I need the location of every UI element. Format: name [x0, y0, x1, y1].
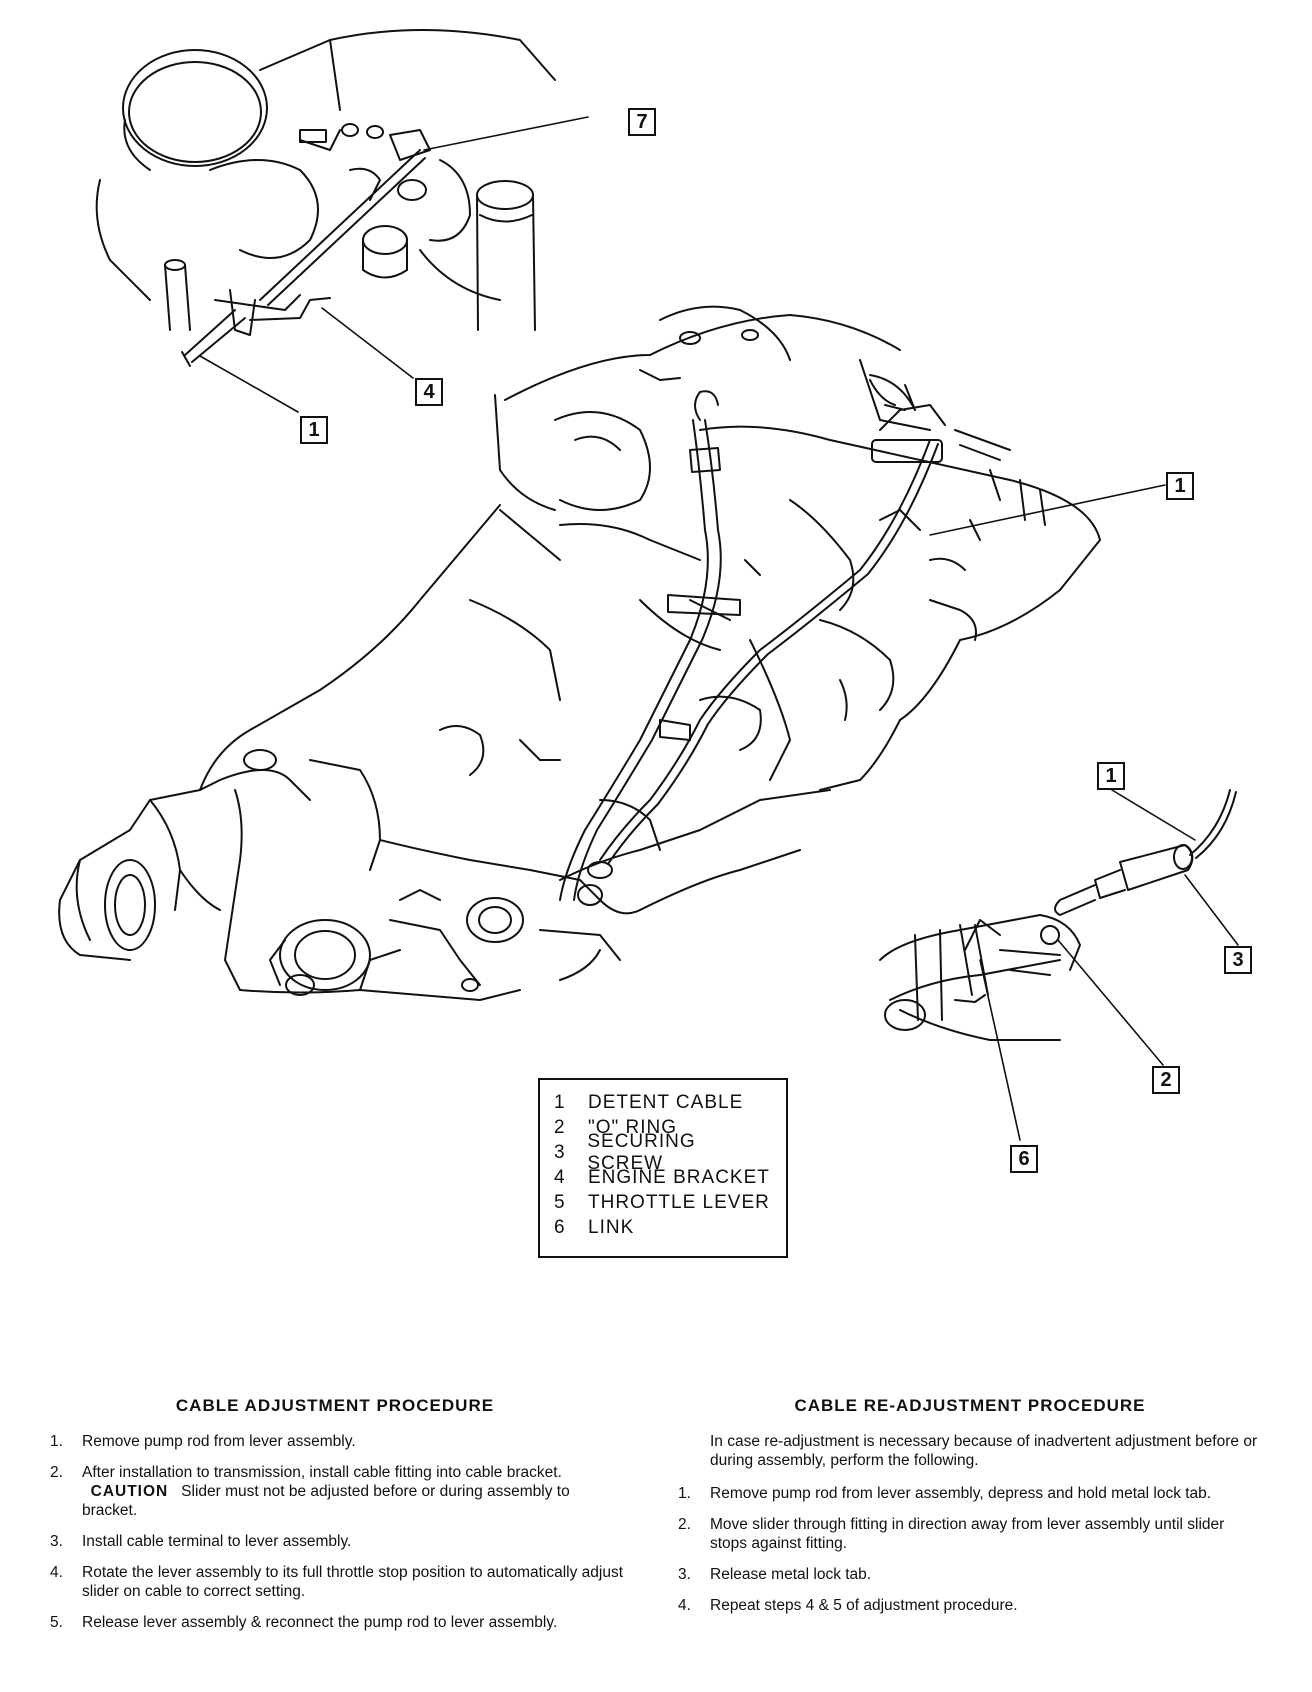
step-item: 4. Repeat steps 4 & 5 of adjustment proce… — [678, 1596, 1260, 1615]
step-text: Release lever assembly & reconnect the p… — [82, 1614, 558, 1631]
legend-row: 4 ENGINE BRACKET — [554, 1165, 774, 1190]
legend-text: LINK — [588, 1216, 635, 1238]
main-leader — [929, 484, 1166, 536]
callout-2-detail: 2 — [1152, 1066, 1180, 1094]
step-text: Release metal lock tab. — [710, 1566, 872, 1583]
engine-block-drawing — [494, 305, 1101, 791]
step-number: 1. — [678, 1485, 691, 1502]
readjustment-intro: In case re-adjustment is necessary becau… — [710, 1433, 1258, 1469]
step-number: 2. — [50, 1464, 63, 1481]
callout-4-top: 4 — [415, 378, 443, 406]
adjustment-title: CABLE ADJUSTMENT PROCEDURE — [175, 1396, 495, 1415]
transmission-illustration — [58, 29, 1239, 1141]
step-text-with-caution: After installation to transmission, inst… — [82, 1463, 625, 1520]
step-number: 3. — [678, 1566, 691, 1583]
cable-fitting-inset-drawing — [879, 789, 1237, 1041]
step-text: Repeat steps 4 & 5 of adjustment procedu… — [710, 1597, 1018, 1614]
legend-row: 6 LINK — [554, 1215, 774, 1240]
step-item: 1. Remove pump rod from lever assembly. — [50, 1432, 625, 1451]
step-number: 5. — [50, 1614, 63, 1631]
step-text: Move slider through fitting in direction… — [710, 1516, 1225, 1552]
legend-number: 1 — [554, 1091, 566, 1113]
step-text: Remove pump rod from lever assembly. — [82, 1433, 356, 1450]
detent-cable-drawing — [559, 379, 946, 906]
step-number: 4. — [678, 1597, 691, 1614]
step-text: Remove pump rod from lever assembly, dep… — [710, 1485, 1212, 1502]
legend-row: 3 SECURING SCREW — [554, 1131, 774, 1174]
legend-row: 5 THROTTLE LEVER — [554, 1190, 774, 1215]
step-item: 1. Remove pump rod from lever assembly, d… — [678, 1484, 1260, 1503]
adjustment-steps: 1. Remove pump rod from lever assembly. 2… — [50, 1432, 625, 1644]
step-text: Install cable terminal to lever assembly… — [82, 1533, 352, 1550]
step-number: 2. — [678, 1516, 691, 1533]
legend-text: SECURING SCREW — [587, 1130, 696, 1174]
legend-row: 1 DETENT CABLE — [554, 1090, 774, 1115]
step-number: 1. — [50, 1433, 63, 1450]
carburetor-inset-drawing — [95, 29, 556, 367]
step-item: 2. Move slider through fitting in directi… — [678, 1515, 1260, 1553]
top-inset-leaders — [199, 116, 589, 413]
legend-number: 2 — [554, 1116, 566, 1138]
legend-number: 6 — [554, 1216, 566, 1238]
step-number: 4. — [50, 1564, 63, 1581]
step-text: Rotate the lever assembly to its full th… — [82, 1564, 624, 1600]
callout-1-top: 1 — [300, 416, 328, 444]
callout-3-detail: 3 — [1224, 946, 1252, 974]
readjustment-steps: In case re-adjustment is necessary becau… — [678, 1432, 1260, 1627]
legend-number: 5 — [554, 1191, 566, 1213]
callout-1-detail: 1 — [1097, 762, 1125, 790]
legend-number: 3 — [554, 1141, 566, 1163]
transmission-case-drawing — [58, 504, 831, 1001]
legend-text: "O" RING — [588, 1116, 678, 1138]
step-item: 3. Release metal lock tab. — [678, 1565, 1260, 1584]
step-item: 2. After installation to transmission, in… — [50, 1463, 625, 1520]
step-number: 3. — [50, 1533, 63, 1550]
callout-6-detail: 6 — [1010, 1145, 1038, 1173]
readjustment-title: CABLE RE-ADJUSTMENT PROCEDURE — [794, 1396, 1146, 1415]
caution-label: CAUTION — [90, 1483, 169, 1500]
step-item: 5. Release lever assembly & reconnect the… — [50, 1613, 625, 1632]
step-text: After installation to transmission, inst… — [82, 1464, 562, 1481]
caution-text: Slider must not be adjusted before or du… — [82, 1483, 570, 1519]
legend-number: 4 — [554, 1166, 566, 1188]
callout-1-main: 1 — [1166, 472, 1194, 500]
legend-text: ENGINE BRACKET — [588, 1166, 770, 1188]
step-item: 3. Install cable terminal to lever assemb… — [50, 1532, 625, 1551]
legend-text: THROTTLE LEVER — [588, 1191, 770, 1213]
legend-row: 2 "O" RING — [554, 1115, 774, 1140]
right-inset-leaders — [979, 789, 1239, 1141]
callout-7-top: 7 — [628, 108, 656, 136]
legend-text: DETENT CABLE — [588, 1091, 744, 1113]
step-item: 4. Rotate the lever assembly to its full … — [50, 1563, 625, 1601]
